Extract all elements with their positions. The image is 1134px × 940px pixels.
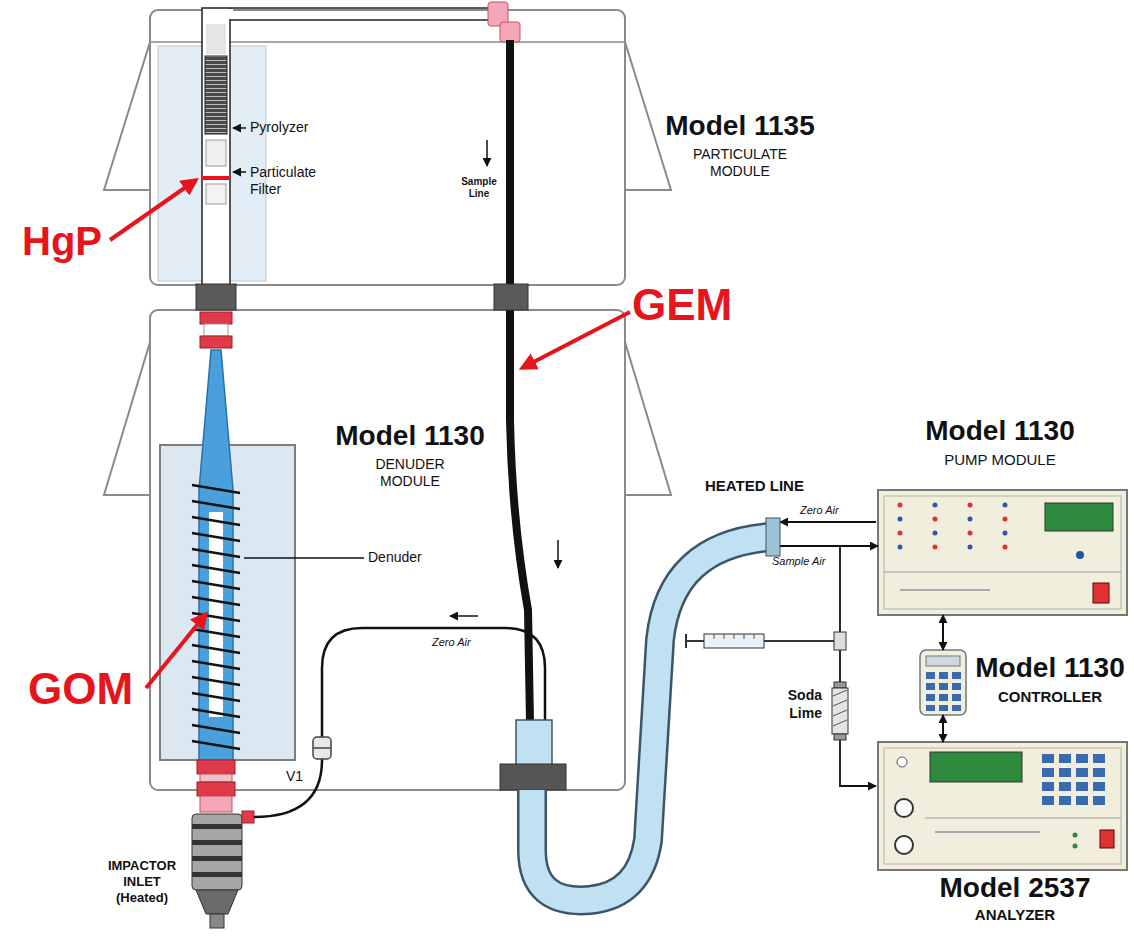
model-number: Model 1130 — [310, 420, 510, 452]
analyzer-device — [878, 742, 1127, 870]
module-name: ANALYZER — [935, 906, 1095, 924]
data-cable — [943, 715, 944, 742]
model-number: Model 1130 — [974, 652, 1126, 684]
clamp — [196, 284, 236, 310]
species-label: HgP — [22, 218, 102, 264]
module-name: PUMP MODULE — [910, 451, 1090, 469]
model-number: Model 1130 — [910, 415, 1090, 447]
callout-arrow — [146, 614, 206, 688]
impactor-inlet — [192, 811, 254, 928]
model-number: Model 1135 — [640, 110, 840, 142]
leader-line — [233, 171, 246, 173]
denuder-housing — [104, 310, 671, 790]
analyzer-sample-line — [840, 546, 876, 786]
clamp — [500, 764, 566, 790]
denuder-tube — [192, 312, 240, 812]
part-label: HEATED LINE — [705, 477, 804, 495]
analyzer: Model 2537ANALYZER — [878, 742, 1127, 932]
leader-line — [233, 127, 246, 129]
pump-module: Model 1130PUMP MODULE — [878, 415, 1127, 615]
module-name: DENUDER MODULE — [350, 456, 470, 490]
species-label: GOM — [28, 664, 133, 714]
flow-arrow — [450, 615, 478, 617]
controller-device — [920, 650, 966, 715]
flow-label: Sample Line — [458, 176, 500, 200]
part-label: Denuder — [368, 549, 422, 566]
flow-label: Sample Air — [772, 555, 825, 568]
flow-arrow — [557, 540, 559, 568]
valve-symbol — [313, 737, 331, 759]
particulate-housing — [104, 10, 671, 285]
module-name: PARTICULATE MODULE — [680, 146, 800, 180]
zero-air-line — [780, 521, 876, 523]
data-cable — [943, 615, 944, 650]
module-name: CONTROLLER — [974, 688, 1126, 706]
part-label: Pyrolyzer — [250, 119, 308, 136]
valve-label: V1 — [286, 768, 303, 785]
flow-label: Zero Air — [432, 636, 471, 649]
part-label: Soda Lime — [768, 686, 822, 722]
part-label: IMPACTOR INLET (Heated) — [100, 858, 184, 906]
soda-lime-trap — [832, 682, 848, 740]
particulate-module: Model 1135PARTICULATE MODULE — [150, 10, 625, 285]
flow-label: Zero Air — [800, 504, 839, 517]
sample-line — [510, 40, 530, 722]
species-label: GEM — [632, 280, 732, 330]
syringe — [686, 632, 846, 650]
part-label: Particulate Filter — [250, 164, 328, 198]
coupler — [516, 720, 552, 766]
leader-line — [244, 557, 364, 559]
model-number: Model 2537 — [935, 872, 1095, 904]
controller: Model 1130CONTROLLER — [918, 650, 1126, 715]
callout-arrow — [522, 312, 630, 368]
flow-arrow — [486, 140, 488, 166]
pump-device — [878, 490, 1127, 615]
callout-arrow — [110, 180, 196, 240]
heated-line — [532, 518, 878, 900]
pyrolyzer-tube — [202, 2, 520, 286]
clamp — [494, 284, 528, 310]
